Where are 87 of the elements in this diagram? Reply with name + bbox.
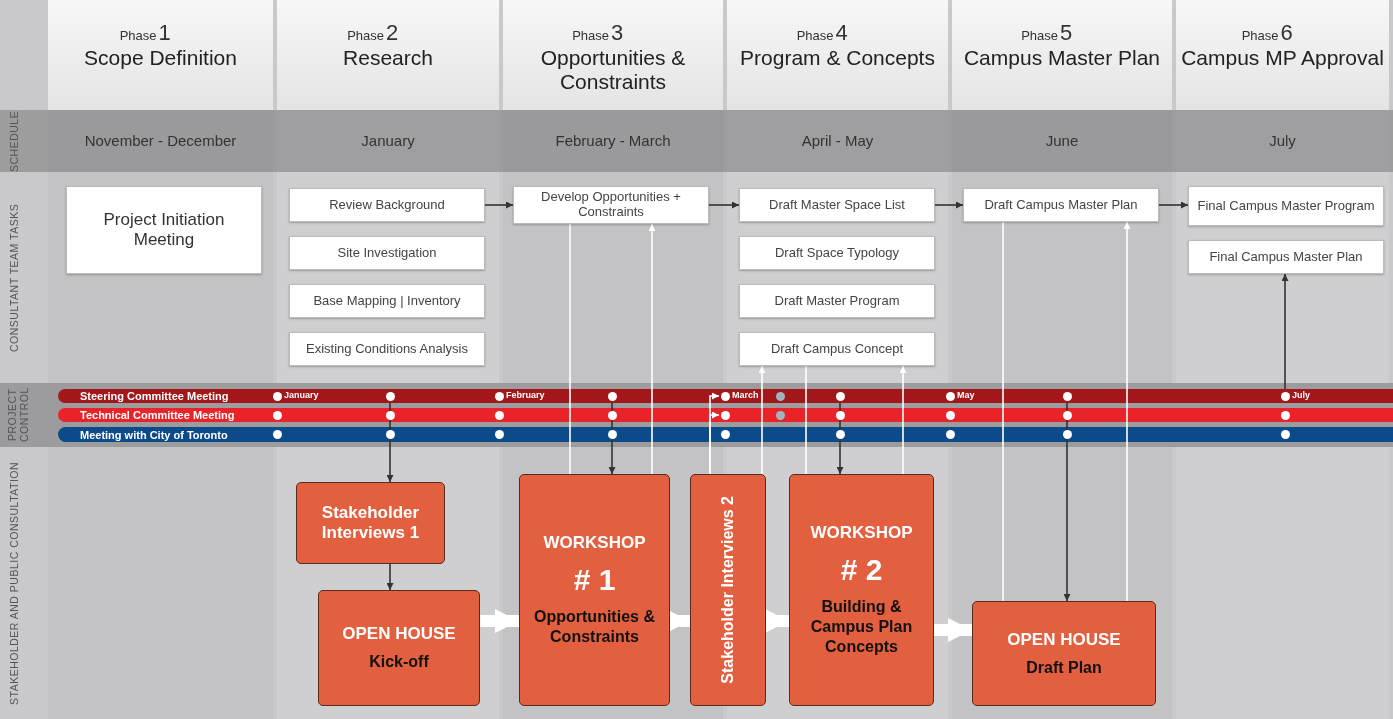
phase-label: Phase xyxy=(1020,29,1058,44)
phase-number: 5 xyxy=(1060,20,1074,46)
month-label: January xyxy=(284,390,319,401)
phase-title: Scope Definition xyxy=(83,46,238,71)
meeting-bar: Meeting with City of Toronto xyxy=(58,427,1393,442)
box-text: Stakeholder Interviews 2 xyxy=(719,496,737,684)
box-text: Opportunities & Constraints xyxy=(533,607,656,647)
phase-title: Opportunities & Constraints xyxy=(539,46,687,95)
arrow xyxy=(1123,221,1131,602)
schedule-text: July xyxy=(1268,132,1297,150)
month-label: May xyxy=(957,390,975,401)
task-box: Draft Master Space List xyxy=(739,188,935,222)
box-text: Draft Plan xyxy=(1026,657,1102,678)
phase-label: Phase xyxy=(795,29,834,44)
arrow xyxy=(608,402,616,475)
task-box: Existing Conditions Analysis xyxy=(289,332,485,366)
block-arrow xyxy=(765,609,789,633)
task-box: Draft Space Typology xyxy=(739,236,935,270)
box-text: # 2 xyxy=(840,553,883,587)
consultation-box xyxy=(318,590,480,706)
task-box: Review Background xyxy=(289,188,485,222)
consultation-box xyxy=(972,601,1156,706)
task-box: Project Initiation Meeting xyxy=(66,186,262,274)
box-text: WORKSHOP xyxy=(543,533,646,553)
phase-label: Phase xyxy=(118,29,157,44)
phase-number: 4 xyxy=(835,20,849,46)
schedule-text: November - December xyxy=(83,132,238,150)
phase-number: 1 xyxy=(158,20,172,46)
schedule-text: January xyxy=(360,132,416,150)
arrow xyxy=(1281,273,1289,390)
block-arrow xyxy=(934,618,972,642)
box-text: WORKSHOP xyxy=(810,523,913,543)
row-header: PROJECT CONTROL xyxy=(6,386,32,445)
arrow xyxy=(648,223,656,475)
phase-number: 2 xyxy=(386,20,400,46)
consultation-box xyxy=(519,474,670,706)
box-text: Building & Campus Plan Concepts xyxy=(809,597,914,657)
arrow xyxy=(386,563,394,591)
schedule-text: April - May xyxy=(800,132,875,150)
phase-label: Phase xyxy=(346,29,384,44)
phase-title: Research xyxy=(342,46,434,71)
arrow xyxy=(758,365,766,475)
box-text: Kick-off xyxy=(369,652,429,672)
task-box: Base Mapping | Inventory xyxy=(289,284,485,318)
block-arrow xyxy=(480,609,519,633)
month-label: July xyxy=(1292,390,1310,401)
consultation-box xyxy=(690,474,766,706)
arrow xyxy=(1063,402,1071,602)
task-box: Develop Opportunities + Constraints xyxy=(513,186,709,224)
task-box: Draft Campus Master Plan xyxy=(963,188,1159,222)
box-text: OPEN HOUSE xyxy=(1007,629,1121,650)
row-header: CONSULTANT TEAM TASKS xyxy=(8,202,21,354)
box-text: Stakeholder Interviews 1 xyxy=(320,503,421,543)
phase-label: Phase xyxy=(571,29,609,44)
arrow xyxy=(484,201,514,209)
arrow xyxy=(386,402,394,483)
arrow xyxy=(836,402,844,475)
phase-number: 3 xyxy=(611,20,625,46)
task-box: Draft Master Program xyxy=(739,284,935,318)
phase-number: 6 xyxy=(1280,20,1294,46)
consultation-box xyxy=(789,474,934,706)
connector-line xyxy=(1002,221,1004,602)
box-text: OPEN HOUSE xyxy=(342,624,456,644)
row-header: STAKEHOLDER AND PUBLIC CONSULTATION xyxy=(8,460,21,707)
task-box: Final Campus Master Program xyxy=(1188,186,1384,226)
schedule-text: February - March xyxy=(554,132,672,150)
phase-title: Campus Master Plan xyxy=(962,46,1162,71)
task-box: Draft Campus Concept xyxy=(739,332,935,366)
arrow xyxy=(899,365,907,475)
schedule-text: June xyxy=(1044,132,1080,150)
month-label: February xyxy=(506,390,545,401)
task-box: Site Investigation xyxy=(289,236,485,270)
arrow xyxy=(934,201,964,209)
phase-label: Phase xyxy=(1240,29,1279,44)
box-text: # 1 xyxy=(573,563,616,597)
meeting-bar: Technical Committee Meeting xyxy=(58,408,1393,422)
task-box: Final Campus Master Plan xyxy=(1188,240,1384,274)
arrow xyxy=(1158,201,1189,209)
arrow xyxy=(709,411,720,475)
row-header: SCHEDULE xyxy=(8,110,21,172)
month-label: March xyxy=(732,390,759,401)
connector-line xyxy=(805,365,807,475)
phase-title: Campus MP Approval xyxy=(1180,46,1385,71)
connector-line xyxy=(569,223,571,475)
arrow xyxy=(708,201,740,209)
phase-title: Program & Concepts xyxy=(739,46,936,71)
consultation-box xyxy=(296,482,445,564)
